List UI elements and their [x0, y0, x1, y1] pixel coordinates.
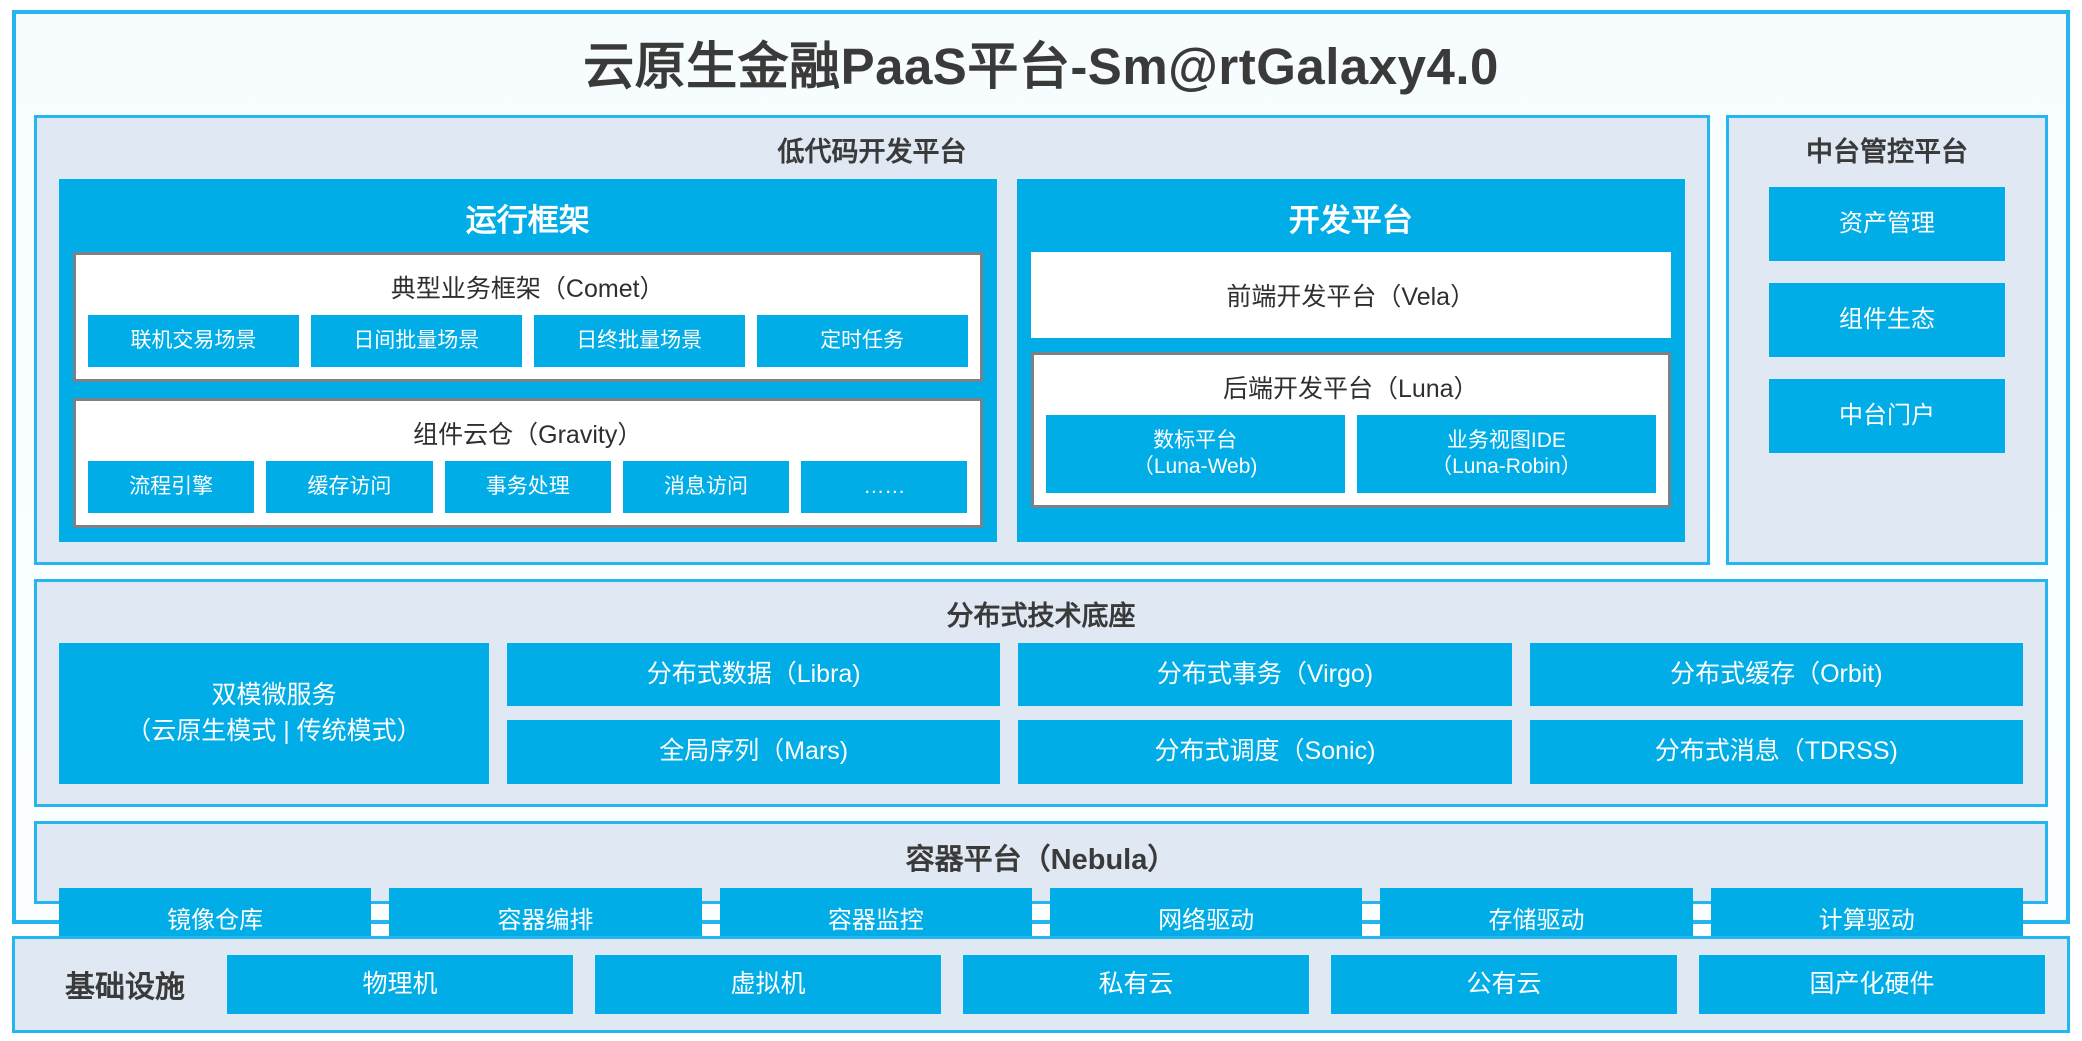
lowcode-platform-title: 低代码开发平台 [777, 136, 967, 167]
distributed-tech-base-panel: 分布式技术底座 双模微服务 （云原生模式 | 传统模式） 分布式数据（Libra… [34, 579, 2048, 807]
backend-dev-platform-luna-box: 后端开发平台（Luna） 数标平台 （Luna-Web) 业务视图IDE （Lu… [1030, 351, 1671, 509]
comet-chip-row: 联机交易场景 日间批量场景 日终批量场景 定时任务 [88, 314, 968, 367]
distributed-tech-base-body: 双模微服务 （云原生模式 | 传统模式） 分布式数据（Libra) 全局序列（M… [37, 643, 2045, 804]
infrastructure-item-list: 物理机 虚拟机 私有云 公有云 国产化硬件 [227, 954, 2045, 1014]
tech-item-distributed-scheduling-sonic[interactable]: 分布式调度（Sonic) [1018, 720, 1512, 784]
lowcode-platform-panel: 低代码开发平台 运行框架 典型业务框架（Comet） 联机交易场景 日间批量场景… [34, 114, 1710, 566]
midoffice-item-portal[interactable]: 中台门户 [1769, 378, 2005, 453]
development-platform-title: 开发平台 [1288, 202, 1413, 238]
comet-title: 典型业务框架（Comet） [390, 274, 665, 303]
distributed-tech-base-title: 分布式技术底座 [946, 601, 1136, 632]
luna-web-line1: 数标平台 [1153, 428, 1238, 452]
comet-item-online-transaction[interactable]: 联机交易场景 [88, 314, 299, 367]
midoffice-control-title: 中台管控平台 [1806, 136, 1968, 167]
gravity-item-transaction-processing[interactable]: 事务处理 [444, 460, 611, 514]
infra-item-public-cloud[interactable]: 公有云 [1331, 954, 1677, 1014]
tech-item-global-sequence-mars[interactable]: 全局序列（Mars) [507, 720, 1001, 784]
infra-item-private-cloud[interactable]: 私有云 [963, 954, 1309, 1014]
comet-box: 典型业务框架（Comet） 联机交易场景 日间批量场景 日终批量场景 定时任务 [73, 251, 983, 382]
gravity-title: 组件云仓（Gravity） [413, 420, 643, 449]
infra-item-domestic-hardware[interactable]: 国产化硬件 [1699, 954, 2045, 1014]
tech-base-column-2: 分布式事务（Virgo) 分布式调度（Sonic) [1018, 643, 1512, 784]
comet-item-scheduled-task[interactable]: 定时任务 [756, 314, 968, 367]
runtime-framework-title: 运行框架 [465, 202, 590, 238]
dual-mode-line1: 双模微服务 [211, 681, 337, 710]
development-platform-card: 开发平台 前端开发平台（Vela） 后端开发平台（Luna） 数标平台 （Lun… [1016, 178, 1685, 543]
top-row: 低代码开发平台 运行框架 典型业务框架（Comet） 联机交易场景 日间批量场景… [34, 114, 2048, 566]
gravity-item-cache-access[interactable]: 缓存访问 [266, 460, 433, 514]
dual-mode-microservice-card[interactable]: 双模微服务 （云原生模式 | 传统模式） [59, 643, 489, 784]
midoffice-item-component-ecosystem[interactable]: 组件生态 [1769, 282, 2005, 357]
gravity-box: 组件云仓（Gravity） 流程引擎 缓存访问 事务处理 消息访问 …… [73, 397, 983, 529]
tech-base-column-3: 分布式缓存（Orbit) 分布式消息（TDRSS) [1529, 643, 2023, 784]
tech-item-distributed-data-libra[interactable]: 分布式数据（Libra) [507, 643, 1001, 707]
runtime-framework-card: 运行框架 典型业务框架（Comet） 联机交易场景 日间批量场景 日终批量场景 … [59, 178, 997, 543]
infrastructure-bar: 基础设施 物理机 虚拟机 私有云 公有云 国产化硬件 [12, 935, 2070, 1033]
luna-robin-line2: （Luna-Robin） [1431, 454, 1582, 478]
luna-item-data-standard-platform[interactable]: 数标平台 （Luna-Web) [1045, 414, 1345, 494]
main-architecture-frame: 云原生金融PaaS平台-Sm@rtGalaxy4.0 低代码开发平台 运行框架 … [12, 10, 2070, 954]
container-platform-title: 容器平台（Nebula） [905, 843, 1177, 876]
comet-item-eod-batch[interactable]: 日终批量场景 [533, 314, 745, 367]
page-title: 云原生金融PaaS平台-Sm@rtGalaxy4.0 [583, 38, 1499, 95]
luna-chip-row: 数标平台 （Luna-Web) 业务视图IDE （Luna-Robin） [1045, 414, 1656, 494]
comet-item-intraday-batch[interactable]: 日间批量场景 [310, 314, 522, 367]
midoffice-control-panel: 中台管控平台 资产管理 组件生态 中台门户 [1726, 114, 2048, 566]
tech-item-distributed-message-tdrss[interactable]: 分布式消息（TDRSS) [1529, 720, 2023, 784]
dual-mode-line2: （云原生模式 | 传统模式） [126, 717, 422, 746]
tech-base-column-1: 分布式数据（Libra) 全局序列（Mars) [507, 643, 1001, 784]
backend-dev-platform-title: 后端开发平台（Luna） [1222, 374, 1479, 403]
gravity-item-more[interactable]: …… [801, 460, 968, 514]
midoffice-item-asset-management[interactable]: 资产管理 [1769, 186, 2005, 261]
midoffice-item-list: 资产管理 组件生态 中台门户 [1729, 179, 2045, 453]
gravity-item-process-engine[interactable]: 流程引擎 [88, 460, 255, 514]
frontend-dev-platform-vela[interactable]: 前端开发平台（Vela） [1030, 251, 1671, 338]
lowcode-platform-body: 运行框架 典型业务框架（Comet） 联机交易场景 日间批量场景 日终批量场景 … [37, 178, 1707, 563]
luna-item-business-view-ide[interactable]: 业务视图IDE （Luna-Robin） [1356, 414, 1656, 494]
tech-item-distributed-cache-orbit[interactable]: 分布式缓存（Orbit) [1529, 643, 2023, 707]
infrastructure-label: 基础设施 [65, 971, 185, 1005]
gravity-item-message-access[interactable]: 消息访问 [622, 460, 790, 514]
infra-item-virtual-machine[interactable]: 虚拟机 [595, 954, 941, 1014]
tech-item-distributed-transaction-virgo[interactable]: 分布式事务（Virgo) [1018, 643, 1512, 707]
container-platform-panel: 容器平台（Nebula） 镜像仓库 容器编排 容器监控 网络驱动 存储驱动 计算… [34, 820, 2048, 954]
gravity-chip-row: 流程引擎 缓存访问 事务处理 消息访问 …… [88, 460, 968, 514]
luna-web-line2: （Luna-Web) [1132, 454, 1258, 478]
luna-robin-line1: 业务视图IDE [1446, 428, 1566, 452]
infra-item-physical-machine[interactable]: 物理机 [227, 954, 573, 1014]
